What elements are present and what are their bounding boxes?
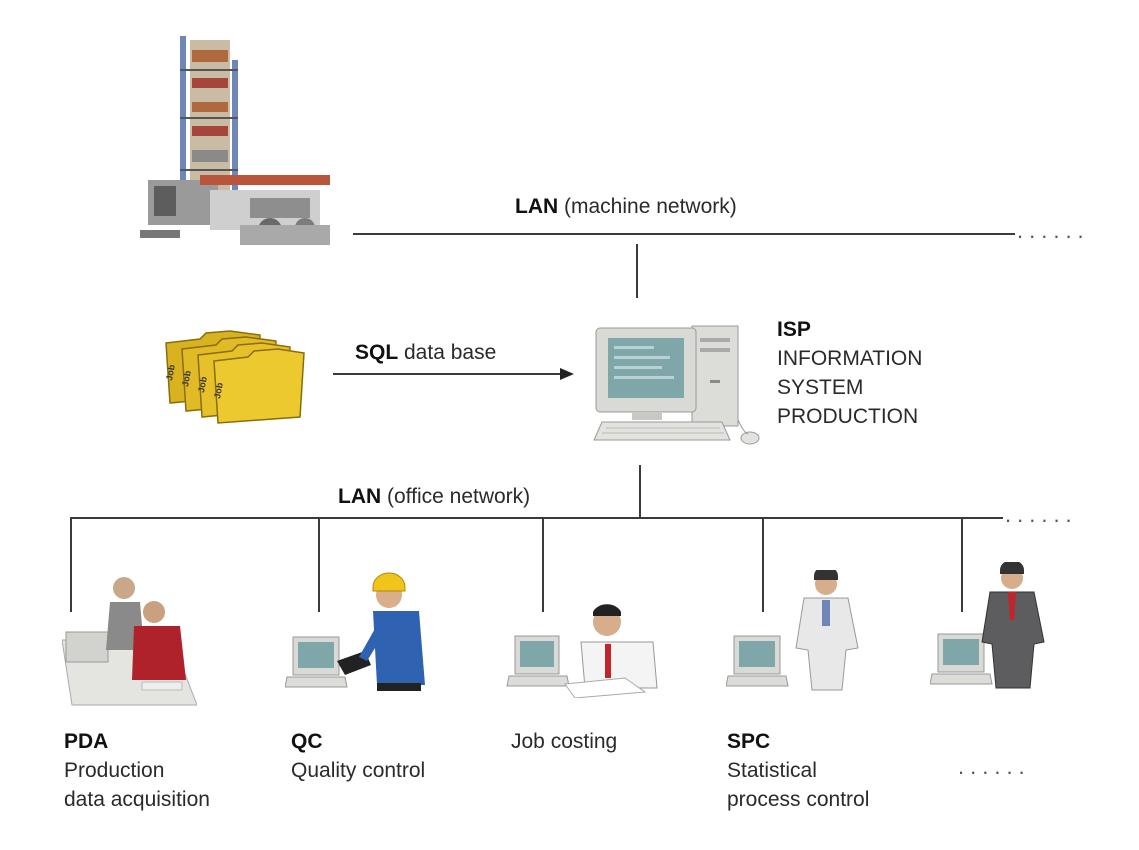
folders-icon: Job Job Job Job: [164, 330, 305, 424]
office-lan-continuation: ......: [1005, 502, 1078, 527]
station-qc-title: QC: [291, 730, 323, 753]
sql-bold: SQL: [355, 341, 399, 364]
isp-label: ISP INFORMATION SYSTEM PRODUCTION: [777, 315, 922, 431]
station-pda-label: PDA Production data acquisition: [64, 727, 210, 814]
station-spc-line-2: process control: [727, 788, 870, 811]
station-more-label: ......: [958, 754, 1031, 779]
pda-people-icon: [62, 577, 197, 706]
machine-lan-bold: LAN: [515, 195, 559, 218]
folder-tab-4: Job: [212, 381, 225, 399]
spc-technician-icon: [726, 570, 859, 691]
station-spc-title: SPC: [727, 730, 771, 753]
isp-line-3: PRODUCTION: [777, 405, 919, 428]
office-lan-label: LAN (office network): [338, 482, 530, 511]
isp-line-1: INFORMATION: [777, 347, 923, 370]
machine-lan-continuation: ......: [1017, 218, 1090, 243]
station-pda-title: PDA: [64, 730, 109, 753]
office-lan-bold: LAN: [338, 485, 382, 508]
qc-worker-icon: [285, 572, 425, 691]
machine-lan-label: LAN (machine network): [515, 192, 737, 221]
station-qc-line-1: Quality control: [291, 759, 426, 782]
extrusion-machine-icon: [140, 36, 330, 245]
office-lan-text: (office network): [381, 485, 531, 508]
station-pda-line-1: Production: [64, 759, 165, 782]
isp-line-2: SYSTEM: [777, 376, 864, 399]
folder-tab-3: Job: [196, 375, 209, 393]
station-qc-label: QC Quality control: [291, 727, 425, 785]
station-spc-line-1: Statistical: [727, 759, 817, 782]
sql-label: SQL data base: [355, 338, 496, 367]
isp-computer-icon: [593, 325, 760, 445]
folder-tab-2: Job: [180, 369, 193, 387]
folder-tab-1: Job: [164, 363, 177, 381]
manager-icon: [930, 562, 1045, 689]
sql-arrow-head: [560, 368, 574, 380]
station-job-costing-line-1: Job costing: [511, 730, 618, 753]
station-job-costing-label: Job costing: [511, 727, 617, 756]
isp-title: ISP: [777, 315, 922, 344]
machine-lan-text: (machine network): [558, 195, 737, 218]
station-spc-label: SPC Statistical process control: [727, 727, 869, 814]
job-costing-person-icon: [506, 604, 658, 698]
isp-bold: ISP: [777, 318, 811, 341]
sql-text: data base: [398, 341, 497, 364]
station-pda-line-2: data acquisition: [64, 788, 210, 811]
